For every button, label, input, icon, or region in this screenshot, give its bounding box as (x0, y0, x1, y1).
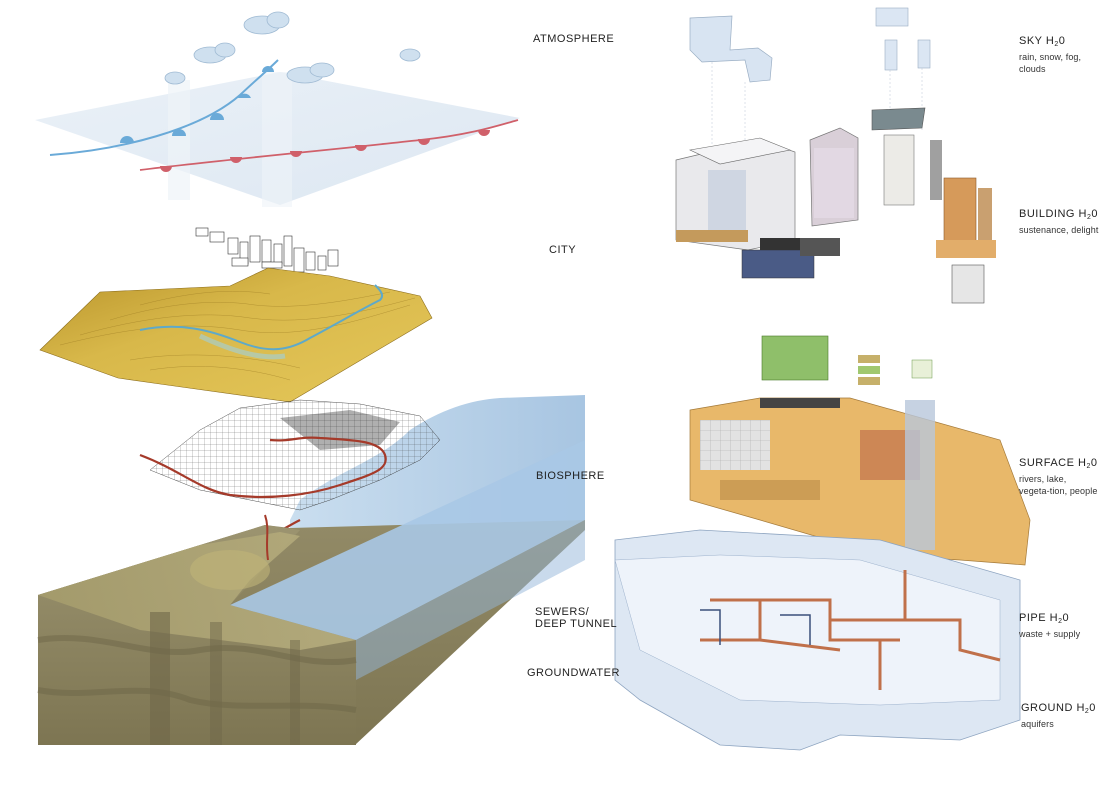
label-biosphere: BIOSPHERE (536, 470, 605, 482)
label-atmosphere: ATMOSPHERE (533, 33, 615, 45)
sky-water-layer (689, 7, 931, 150)
pipe-ground-water-layer (614, 529, 1021, 751)
ground-block (37, 420, 585, 745)
label-sewers: SEWERS/ DEEP TUNNEL (535, 606, 618, 630)
warm-front-line (139, 119, 519, 171)
cloud-icon (164, 11, 421, 85)
cold-front-line (49, 59, 279, 156)
river-line (139, 284, 384, 351)
cold-front-markers (120, 66, 274, 143)
building-water-layer (675, 107, 996, 304)
sewer-tunnel-line (139, 436, 387, 499)
surface-water-layer (689, 335, 1031, 566)
city-layer (195, 227, 339, 273)
label-sky-water: SKY H20 rain, snow, fog, clouds (1019, 35, 1082, 74)
label-groundwater: GROUNDWATER (527, 667, 620, 679)
atmosphere-layer (35, 11, 520, 207)
label-pipe-water: PIPE H20 waste + supply (1019, 612, 1081, 639)
label-city: CITY (549, 244, 577, 256)
terrain-layer (39, 267, 433, 403)
warm-front-markers (160, 130, 490, 172)
label-building-water: BUILDING H20 sustenance, delight (1019, 208, 1099, 235)
label-surface-water: SURFACE H20 rivers, lake, vegeta-tion, p… (1019, 457, 1098, 496)
label-ground-water: GROUND H20 aquifers (1021, 702, 1096, 729)
